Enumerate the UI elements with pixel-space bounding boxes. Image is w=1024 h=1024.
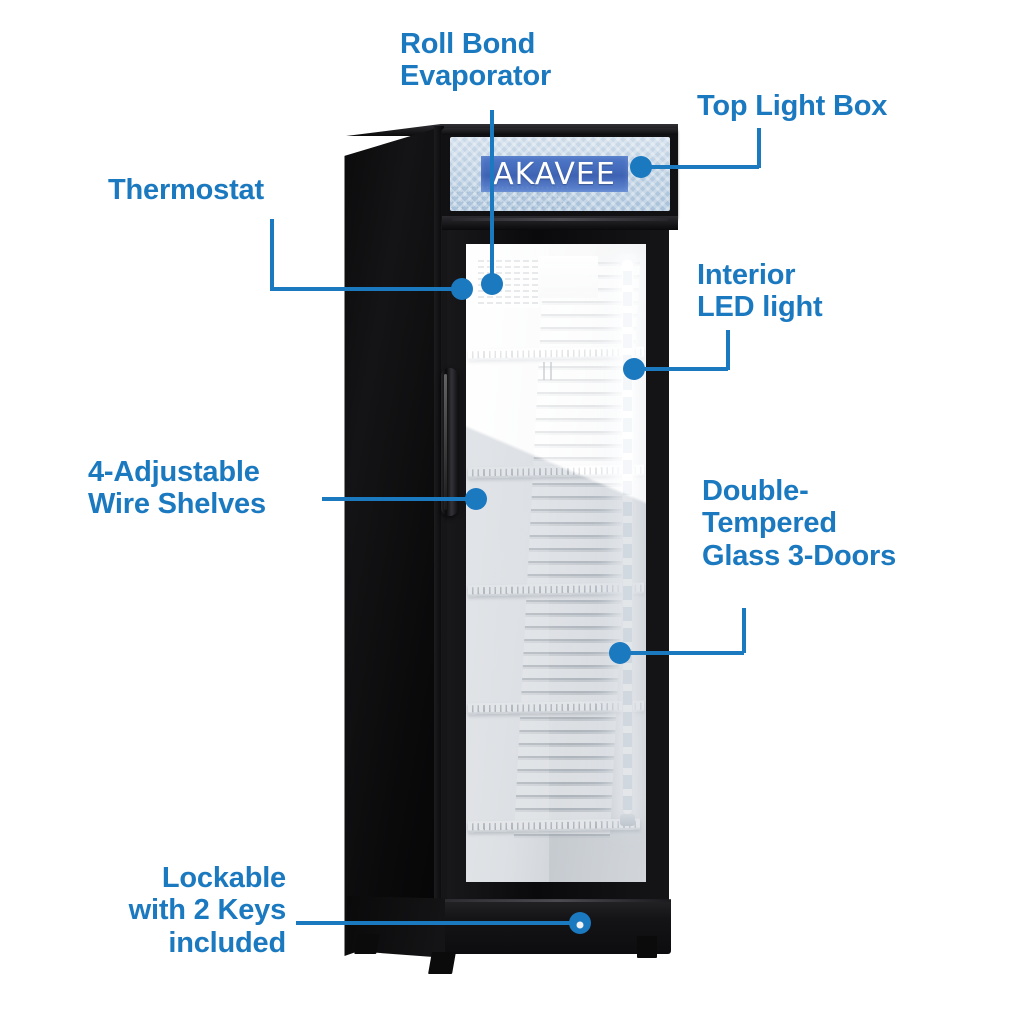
- led-strip-bottom-cap: [620, 814, 635, 826]
- leader-line-interior-led-vertical: [726, 330, 730, 370]
- door-handle: [441, 368, 458, 516]
- glass-door-frame: [447, 230, 669, 902]
- callout-dot-thermostat[interactable]: [451, 278, 473, 300]
- leader-line-top-light-box-vertical: [757, 128, 761, 168]
- cabinet-foot: [637, 936, 657, 958]
- callout-label-roll-bond-evaporator: Roll Bond Evaporator: [400, 28, 552, 93]
- callout-dot-lockable[interactable]: [569, 912, 591, 934]
- leader-line-glass-doors-horizontal: [620, 651, 744, 655]
- base-top-trim: [445, 899, 671, 902]
- brand-plate: AKAVEE: [481, 156, 628, 192]
- leader-line-interior-led-horizontal: [634, 367, 728, 371]
- tempered-glass-pane: [466, 244, 646, 882]
- callout-dot-interior-led-light[interactable]: [623, 358, 645, 380]
- callout-dot-top-light-box[interactable]: [630, 156, 652, 178]
- cabinet-foot: [428, 952, 456, 974]
- callout-dot-roll-bond-evaporator[interactable]: [481, 273, 503, 295]
- callout-label-lockable: Lockable with 2 Keys included: [128, 862, 287, 959]
- shelf-clip: [540, 362, 556, 380]
- callout-label-thermostat: Thermostat: [108, 174, 264, 206]
- cabinet-foot: [354, 934, 380, 954]
- callout-dot-wire-shelves[interactable]: [465, 488, 487, 510]
- leader-line-lockable: [296, 921, 582, 925]
- leader-line-thermostat-horizontal: [270, 287, 464, 291]
- brand-logo-text: AKAVEE: [493, 156, 616, 192]
- ceiling-housing: [538, 256, 598, 298]
- leader-line-wire-shelves: [322, 497, 478, 501]
- callout-label-top-light-box: Top Light Box: [697, 90, 888, 122]
- callout-label-glass-doors: Double- Tempered Glass 3-Doors: [702, 475, 897, 572]
- callout-label-wire-shelves: 4-Adjustable Wire Shelves: [88, 456, 266, 521]
- leader-line-glass-doors-vertical: [742, 608, 746, 653]
- leader-line-top-light-box-horizontal: [641, 165, 759, 169]
- light-box-base-trim: [442, 216, 678, 230]
- leader-line-thermostat-vertical: [270, 219, 274, 289]
- base-kick-plate: [445, 900, 671, 954]
- cabinet-corner-edge: [434, 126, 444, 956]
- cabinet-left-side-panel: [344, 126, 444, 956]
- callout-label-interior-led-light: Interior LED light: [697, 259, 823, 324]
- callout-dot-glass-doors[interactable]: [609, 642, 631, 664]
- interior-led-strip: [622, 260, 633, 818]
- leader-line-roll-bond-evaporator: [490, 110, 494, 286]
